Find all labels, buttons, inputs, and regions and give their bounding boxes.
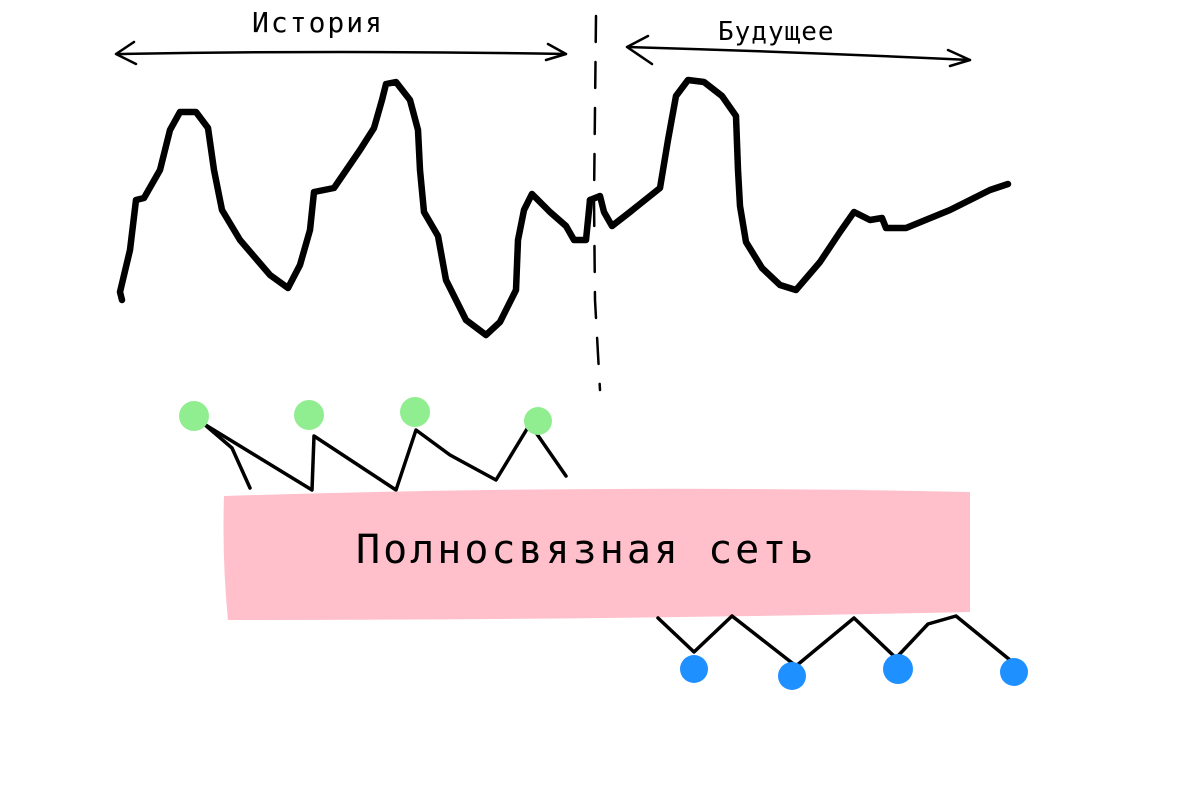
input-node-2: [294, 400, 324, 430]
future-arrow-right-head: [946, 48, 972, 68]
output-node-1: [680, 655, 708, 683]
future-arrow-line: [626, 45, 972, 62]
future-arrow: [625, 34, 972, 68]
network-label: Полносвязная сеть: [356, 527, 816, 573]
history-label: История: [252, 6, 384, 39]
history-arrow-left-head: [114, 40, 138, 66]
history-arrow-right-head: [544, 42, 568, 62]
output-node-4: [1000, 658, 1028, 686]
input-connection-1: [202, 422, 252, 490]
output-connections: [656, 614, 1018, 674]
history-future-divider: [592, 14, 602, 392]
input-node-1: [179, 401, 209, 431]
output-node-3: [883, 654, 913, 684]
input-node-3: [400, 397, 430, 427]
future-label: Будущее: [718, 17, 835, 47]
output-node-2: [778, 662, 806, 690]
network-box: [223, 488, 970, 620]
future-series-line: [586, 76, 1012, 294]
future-arrow-left-head: [625, 34, 654, 66]
history-series-line: [116, 78, 594, 339]
input-node-4: [524, 407, 552, 435]
input-connection-2: [202, 422, 568, 492]
history-arrow-line: [116, 50, 568, 56]
history-arrow: [114, 40, 568, 66]
